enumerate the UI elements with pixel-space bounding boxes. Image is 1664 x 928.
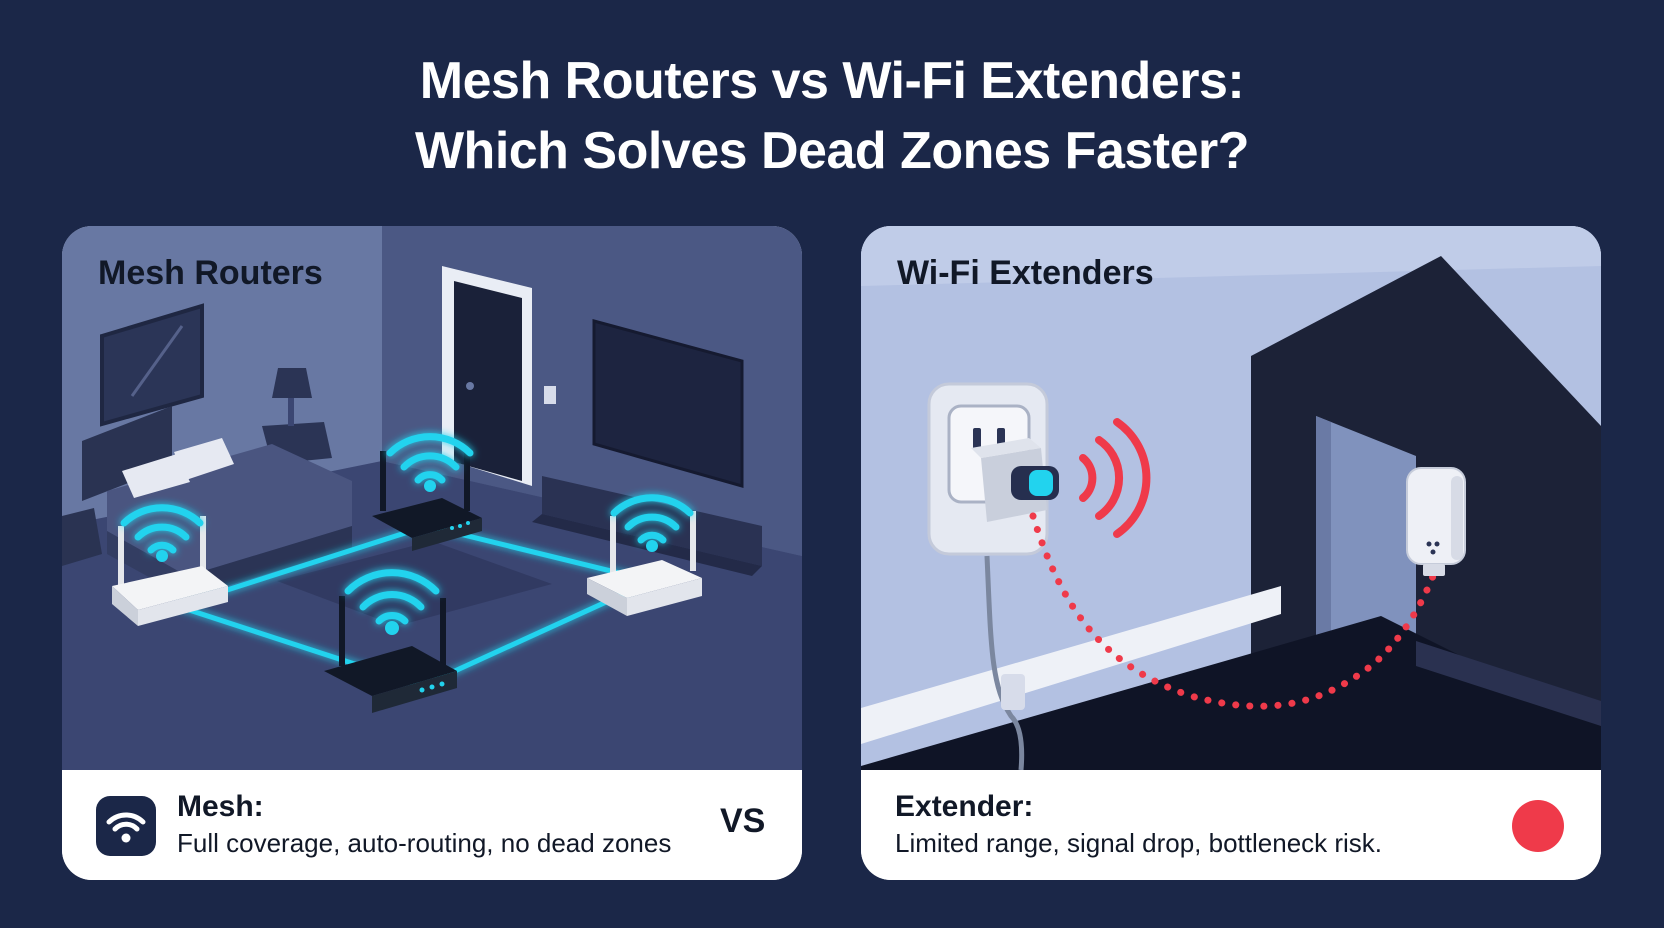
status-dot-icon — [1512, 800, 1564, 852]
mesh-node-back — [372, 451, 482, 551]
mesh-footer-text: Full coverage, auto-routing, no dead zon… — [177, 828, 672, 858]
extender-footer: Extender: Limited range, signal drop, bo… — [861, 770, 1601, 880]
extender-wall-illustration — [861, 226, 1601, 770]
remote-extender-device — [1406, 467, 1466, 576]
extender-footer-title: Extender: — [895, 790, 1034, 823]
mesh-node-front — [324, 596, 457, 713]
mesh-node-right — [587, 511, 702, 616]
extender-footer-text: Limited range, signal drop, bottleneck r… — [895, 828, 1383, 858]
extender-panel-label: Wi-Fi Extenders — [897, 254, 1154, 292]
wifi-icon — [96, 796, 156, 856]
mesh-node-left — [112, 516, 228, 626]
mesh-footer: Mesh: Full coverage, auto-routing, no de… — [62, 770, 802, 880]
title-line-2: Which Solves Dead Zones Faster? — [414, 122, 1250, 180]
vs-label: VS — [720, 802, 766, 840]
extender-card: Wi-Fi Extenders Extender: Limited range,… — [861, 226, 1601, 880]
mesh-panel-label: Mesh Routers — [98, 254, 323, 292]
mesh-footer-title: Mesh: — [177, 790, 264, 823]
mesh-card: Mesh Routers Mesh: Full coverage, auto-r… — [62, 226, 802, 880]
page-title: Mesh Routers vs Wi-Fi Extenders: Which S… — [0, 46, 1664, 186]
mesh-bedroom-illustration — [62, 226, 802, 770]
title-line-1: Mesh Routers vs Wi-Fi Extenders: — [419, 52, 1245, 110]
